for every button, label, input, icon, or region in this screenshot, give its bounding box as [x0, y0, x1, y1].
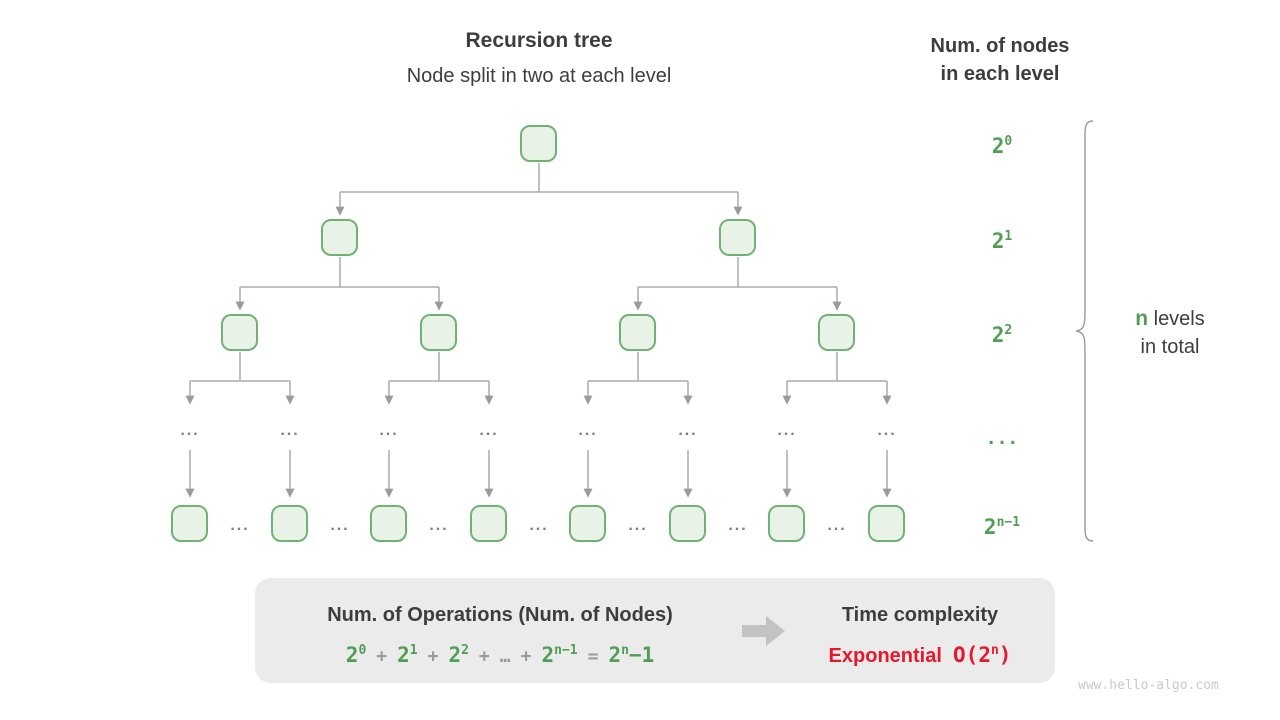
- formula-result-term: 2n−1: [608, 635, 654, 671]
- tree-node-leaf: [569, 505, 606, 542]
- tree-ellipsis: ...: [479, 422, 499, 439]
- term-exp: n: [621, 643, 629, 658]
- term-exp: 1: [409, 643, 418, 658]
- term-base: 2: [608, 643, 622, 667]
- page-subtitle: Node split in two at each level: [406, 65, 672, 87]
- formula-operator: +: [376, 646, 388, 667]
- tree-node-leaf: [470, 505, 507, 542]
- tree-node: [818, 314, 855, 351]
- term-exp: n−1: [554, 643, 578, 658]
- levels-word: levels: [1148, 308, 1205, 330]
- tree-ellipsis: ...: [777, 422, 797, 439]
- tree-node-leaf: [669, 505, 706, 542]
- tree-node: [420, 314, 457, 351]
- level-count-base: 2: [991, 323, 1005, 347]
- formula-operator: +: [478, 646, 490, 667]
- operations-formula: 20 + 21 + 22 + … + 2n−1 = 2n−1: [285, 635, 715, 667]
- term-base: 2: [345, 643, 359, 667]
- operations-title: Num. of Operations (Num. of Nodes): [327, 604, 673, 626]
- connector-arrows: [185, 192, 892, 498]
- leaf-gap-ellipsis: ...: [529, 517, 549, 534]
- connector-elbows: [190, 163, 887, 382]
- leaf-gap-ellipsis: ...: [429, 517, 449, 534]
- levels-note: n levels in total: [1108, 305, 1232, 361]
- formula-term: 21: [397, 635, 417, 671]
- leaf-gap-ellipsis: ...: [330, 517, 350, 534]
- formula-equals: =: [587, 646, 599, 667]
- right-header-line2: in each level: [940, 63, 1060, 85]
- level-count-base: 2: [991, 229, 1005, 253]
- level-count-exp: 1: [1004, 229, 1013, 244]
- leaf-gap-ellipsis: ...: [628, 517, 648, 534]
- tree-ellipsis: ...: [877, 422, 897, 439]
- level-count-exp: 2: [1004, 323, 1013, 338]
- time-complexity-title: Time complexity: [841, 604, 999, 626]
- tree-node: [321, 219, 358, 256]
- level-count-exp: 0: [1004, 134, 1013, 149]
- level-count-2^2: 22: [960, 316, 1044, 350]
- level-count-exp: n−1: [996, 515, 1021, 530]
- right-column-header: Num. of nodes in each level: [900, 32, 1100, 88]
- leaf-gap-ellipsis: ...: [728, 517, 748, 534]
- term-tail: −1: [628, 643, 655, 667]
- tree-ellipsis: ...: [678, 422, 698, 439]
- term-exp: 0: [358, 643, 367, 658]
- right-header-line1: Num. of nodes: [930, 35, 1070, 57]
- term-base: 2: [448, 643, 462, 667]
- formula-operator: +: [427, 646, 439, 667]
- big-o-notation: O(2n): [953, 643, 1011, 667]
- tree-node-leaf: [271, 505, 308, 542]
- tree-ellipsis: ...: [180, 422, 200, 439]
- term-base: 2: [397, 643, 410, 667]
- level-count-base: 2: [991, 134, 1005, 158]
- level-count-base: ...: [985, 428, 1019, 449]
- tree-ellipsis: ...: [280, 422, 300, 439]
- right-block-arrow-icon: [742, 616, 785, 646]
- level-count-2^0: 20: [960, 127, 1044, 161]
- leaf-gap-ellipsis: ...: [230, 517, 250, 534]
- tree-node-leaf: [370, 505, 407, 542]
- tree-node-leaf: [868, 505, 905, 542]
- levels-note-line2: in total: [1140, 336, 1200, 358]
- summary-box: Num. of Operations (Num. of Nodes) 20 + …: [255, 578, 1055, 683]
- big-o-post: ): [998, 643, 1012, 667]
- formula-term: 22: [448, 635, 468, 671]
- tree-node: [719, 219, 756, 256]
- levels-note-line1: n levels: [1108, 305, 1232, 333]
- term-exp: 2: [461, 643, 469, 658]
- formula-ellipsis: …: [499, 646, 511, 667]
- time-complexity-value: Exponential O(2n): [800, 635, 1040, 667]
- big-o-pre: O(2: [953, 643, 991, 667]
- tree-node-root: [520, 125, 557, 162]
- n-symbol: n: [1135, 307, 1149, 330]
- level-count-2^1: 21: [960, 222, 1044, 256]
- tree-ellipsis: ...: [379, 422, 399, 439]
- tree-node-leaf: [171, 505, 208, 542]
- level-count-base: 2: [983, 515, 997, 539]
- page-title: Recursion tree: [465, 29, 613, 52]
- complexity-class-label: Exponential: [828, 645, 942, 667]
- tree-node-leaf: [768, 505, 805, 542]
- big-o-exp: n: [990, 643, 999, 658]
- term-base: 2: [541, 643, 555, 667]
- tree-ellipsis: ...: [578, 422, 598, 439]
- tree-node: [619, 314, 656, 351]
- level-count-2^n-1: 2n−1: [960, 508, 1044, 542]
- brace-icon: [1075, 120, 1094, 542]
- formula-operator: +: [520, 646, 532, 667]
- formula-term: 20: [346, 635, 366, 671]
- leaf-gap-ellipsis: ...: [827, 517, 847, 534]
- level-count-ellipsis: ...: [960, 419, 1044, 454]
- watermark: www.hello-algo.com: [1078, 678, 1219, 693]
- tree-node: [221, 314, 258, 351]
- formula-term: 2n−1: [541, 635, 577, 671]
